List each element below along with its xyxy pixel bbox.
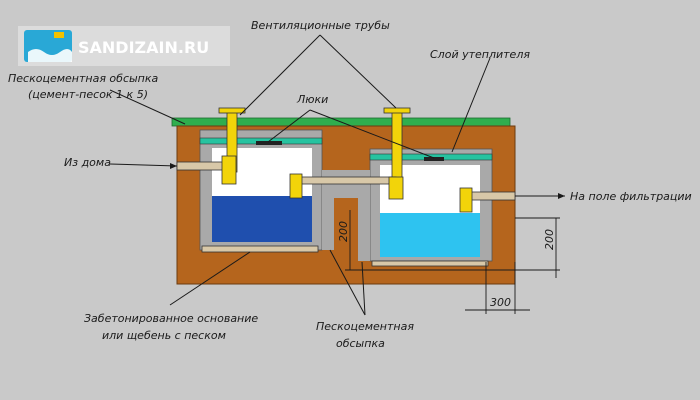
concrete-base-chamber-1 bbox=[201, 245, 319, 253]
dimension-side-width: 300 bbox=[490, 296, 511, 309]
label-sand-cement-top-1: Пескоцементная обсыпка bbox=[8, 72, 159, 85]
sand-cement-fill-middle-right bbox=[358, 198, 370, 261]
label-sand-cement-bottom-1: Пескоцементная bbox=[316, 320, 414, 333]
label-concrete-base-2: или щебень с песком bbox=[102, 329, 226, 342]
label-concrete-base-1: Забетонированное основание bbox=[84, 312, 258, 325]
sand-cement-fill-middle-left bbox=[322, 198, 334, 250]
label-sand-cement-top-2: (цемент-песок 1 к 5) bbox=[28, 88, 148, 101]
dimension-side-height: 200 bbox=[543, 229, 556, 250]
inlet-arrow bbox=[170, 163, 177, 169]
overflow-tee-out bbox=[289, 173, 303, 199]
chamber-2-water bbox=[380, 213, 480, 257]
leader-lines bbox=[109, 34, 565, 316]
concrete-base-chamber-2 bbox=[371, 260, 489, 267]
overflow-pipe bbox=[295, 176, 397, 185]
label-to-filter-field: На поле фильтрации bbox=[570, 190, 692, 203]
chamber-1-water bbox=[212, 196, 312, 242]
watermark-text: SANDIZAIN.RU bbox=[78, 38, 209, 57]
label-vent-pipes: Вентиляционные трубы bbox=[251, 19, 390, 32]
vent-pipe-2-cap bbox=[383, 107, 411, 114]
outlet-pipe bbox=[469, 191, 516, 201]
label-from-house: Из дома bbox=[64, 156, 111, 169]
dimension-lines bbox=[345, 210, 560, 314]
inlet-tee bbox=[221, 155, 237, 185]
vent-pipe-1-cap bbox=[218, 107, 246, 114]
label-hatches: Люки bbox=[296, 93, 328, 106]
inlet-pipe bbox=[176, 161, 228, 171]
overflow-tee-in bbox=[388, 176, 404, 200]
house-drop-icon bbox=[24, 30, 72, 62]
outlet-tee bbox=[459, 187, 473, 213]
dimension-gap-height: 200 bbox=[337, 221, 350, 242]
hatch-chamber-2 bbox=[424, 157, 444, 161]
hatch-chamber-1 bbox=[256, 141, 282, 145]
label-insulation-layer: Слой утеплителя bbox=[430, 48, 530, 61]
watermark-logo: SANDIZAIN.RU bbox=[18, 26, 230, 66]
label-sand-cement-bottom-2: обсыпка bbox=[336, 337, 385, 350]
outlet-arrow bbox=[558, 193, 565, 199]
